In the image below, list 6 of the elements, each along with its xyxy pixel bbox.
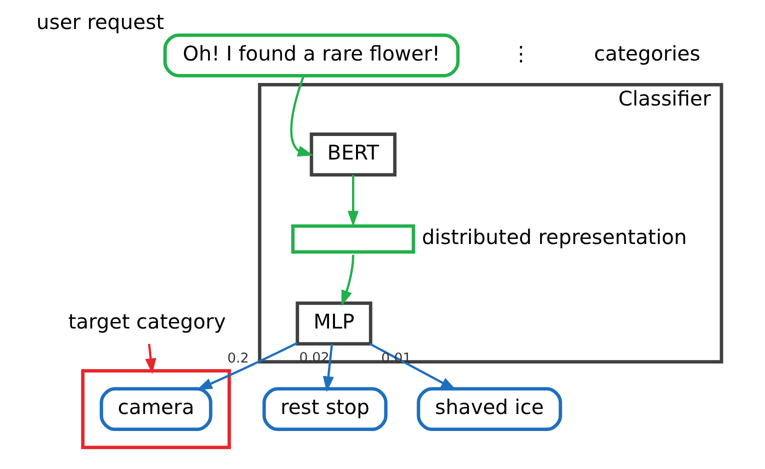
- label: categories: [594, 41, 700, 66]
- node-label: distributed representation: [421, 224, 686, 249]
- node-label: user request: [36, 10, 164, 34]
- node-text: target category: [68, 309, 226, 334]
- edge-label: 0.2: [226, 350, 248, 366]
- label: ⋮: [510, 41, 531, 66]
